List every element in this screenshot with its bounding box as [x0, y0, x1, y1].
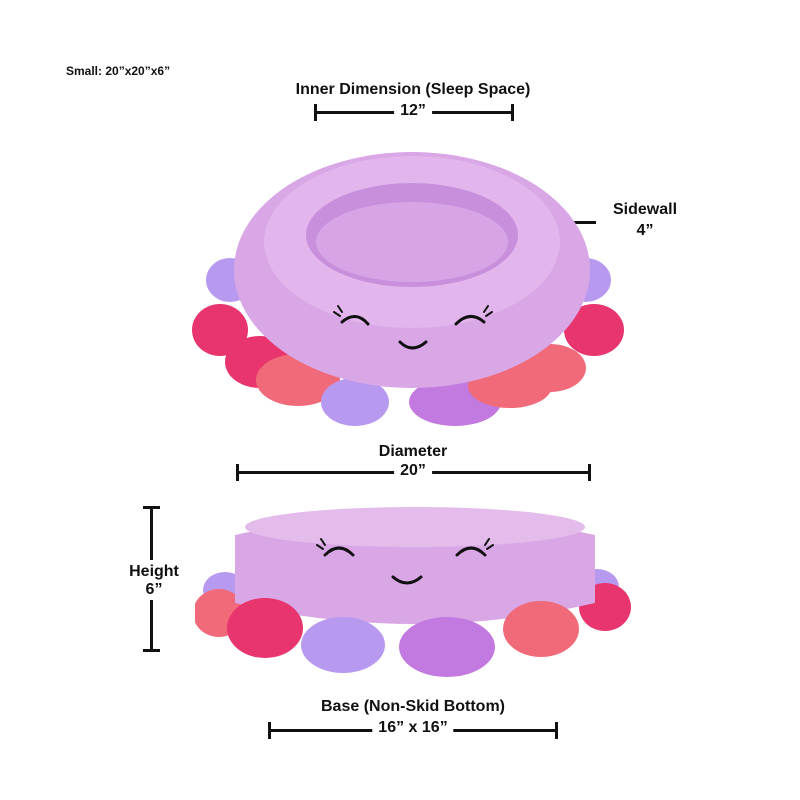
height-value: 6” — [141, 580, 167, 600]
petal — [192, 304, 248, 356]
sidewall-label: Sidewall — [612, 201, 678, 218]
inner-dimension-value: 12” — [394, 101, 432, 121]
size-note: Small: 20”x20”x6” — [66, 64, 171, 78]
base-value: 16” x 16” — [372, 718, 454, 738]
diameter-value: 20” — [394, 461, 432, 481]
petal — [301, 617, 385, 673]
petal — [564, 304, 624, 356]
petal — [321, 378, 389, 426]
sidewall-value: 4” — [636, 222, 654, 239]
base-label: Base (Non-Skid Bottom) — [321, 698, 505, 715]
octopus-bed-side-image — [195, 507, 631, 677]
petal — [503, 601, 579, 657]
petal — [399, 617, 495, 677]
petal — [227, 598, 303, 658]
diameter-label: Diameter — [378, 443, 448, 460]
octopus-bed-top-image — [192, 152, 624, 426]
inner-dimension-label: Inner Dimension (Sleep Space) — [295, 81, 531, 98]
